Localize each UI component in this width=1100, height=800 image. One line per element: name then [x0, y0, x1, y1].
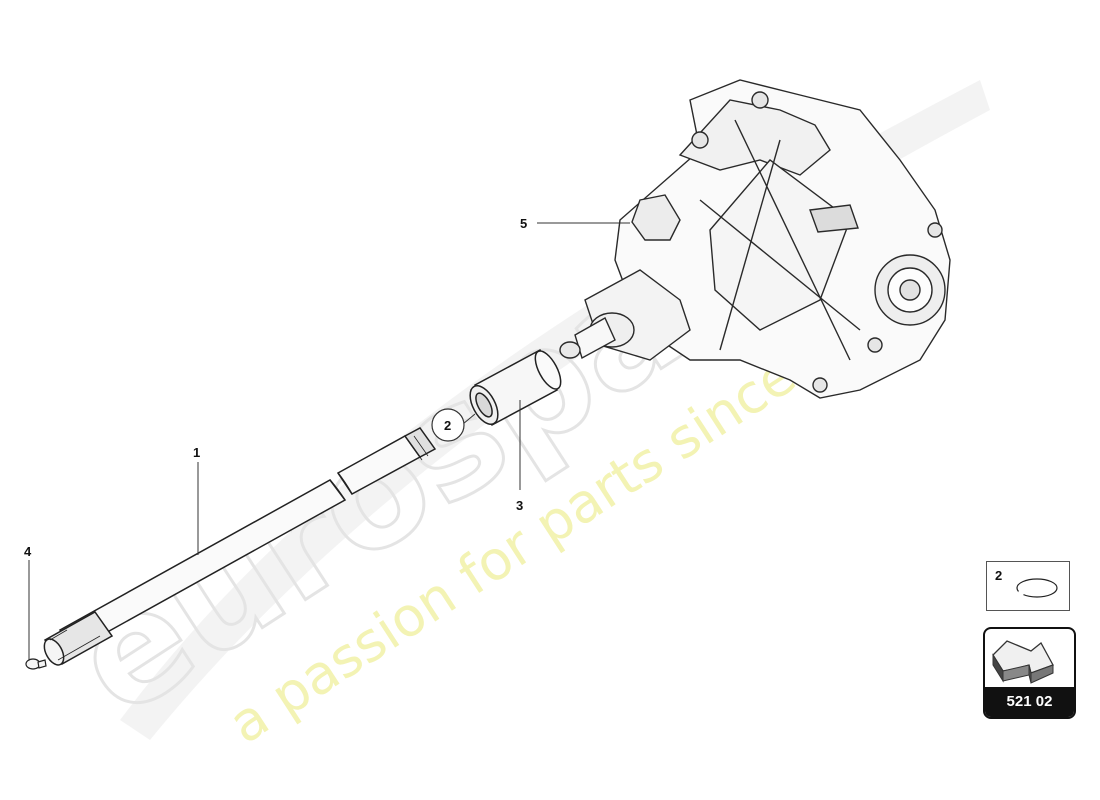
callout-3: 3 — [516, 498, 523, 513]
sleeve — [469, 348, 562, 427]
callout-4: 4 — [24, 544, 32, 559]
ring-icon — [1016, 578, 1058, 598]
drive-shaft — [43, 427, 437, 666]
callout-5: 5 — [520, 216, 527, 231]
ring-detail-inset: 2 — [986, 561, 1070, 611]
watermark-swoosh — [120, 80, 990, 740]
callout-2: 2 — [444, 418, 451, 433]
callout-1: 1 — [193, 445, 200, 460]
retaining-clip — [25, 658, 47, 670]
inset-label: 2 — [995, 568, 1003, 583]
nav-page-code: 521 02 — [985, 687, 1074, 717]
leader-lines — [28, 222, 630, 660]
callout-2-circle — [431, 408, 465, 442]
next-page-nav-card[interactable]: 521 02 — [983, 627, 1076, 719]
arrow-icon — [992, 640, 1054, 684]
transmission-housing — [559, 79, 951, 399]
